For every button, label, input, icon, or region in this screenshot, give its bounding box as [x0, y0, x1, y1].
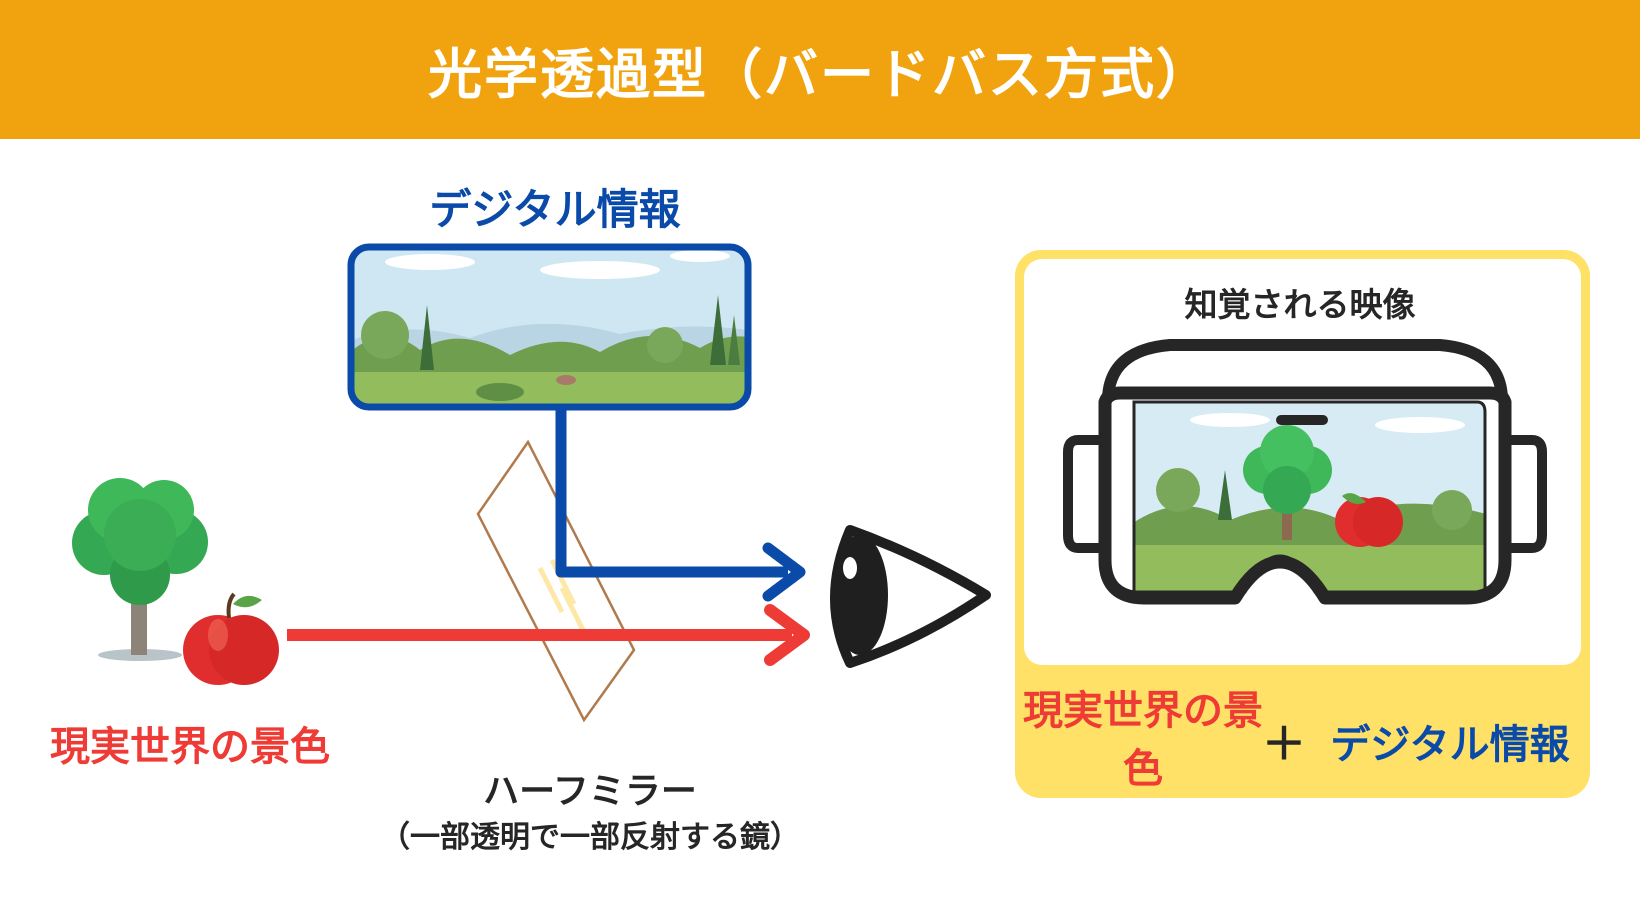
- combined-real-world-text: 現実世界の景色: [1023, 688, 1263, 792]
- perceived-image-title: 知覚される映像: [1184, 285, 1416, 324]
- landscape-image: [347, 243, 752, 411]
- header-bar: 光学透過型（バードバス方式）: [0, 0, 1640, 139]
- plus-sign: ＋: [1262, 719, 1306, 770]
- half-mirror-description: （一部透明で一部反射する鏡）: [380, 820, 800, 855]
- half-mirror-label: ハーフミラー: [483, 771, 697, 812]
- vr-goggles-icon: [1063, 339, 1547, 605]
- apple-icon: [183, 592, 279, 685]
- digital-path-arrow: [555, 407, 806, 602]
- tree-icon: [72, 478, 208, 661]
- eye-icon: [830, 525, 991, 668]
- real-world-label: 現実世界の景色: [50, 724, 330, 770]
- combined-digital-text: デジタル情報: [1330, 722, 1570, 768]
- digital-info-label: デジタル情報: [429, 185, 681, 234]
- page-title: 光学透過型（バードバス方式）: [428, 43, 1212, 106]
- real-world-arrow: [287, 604, 810, 666]
